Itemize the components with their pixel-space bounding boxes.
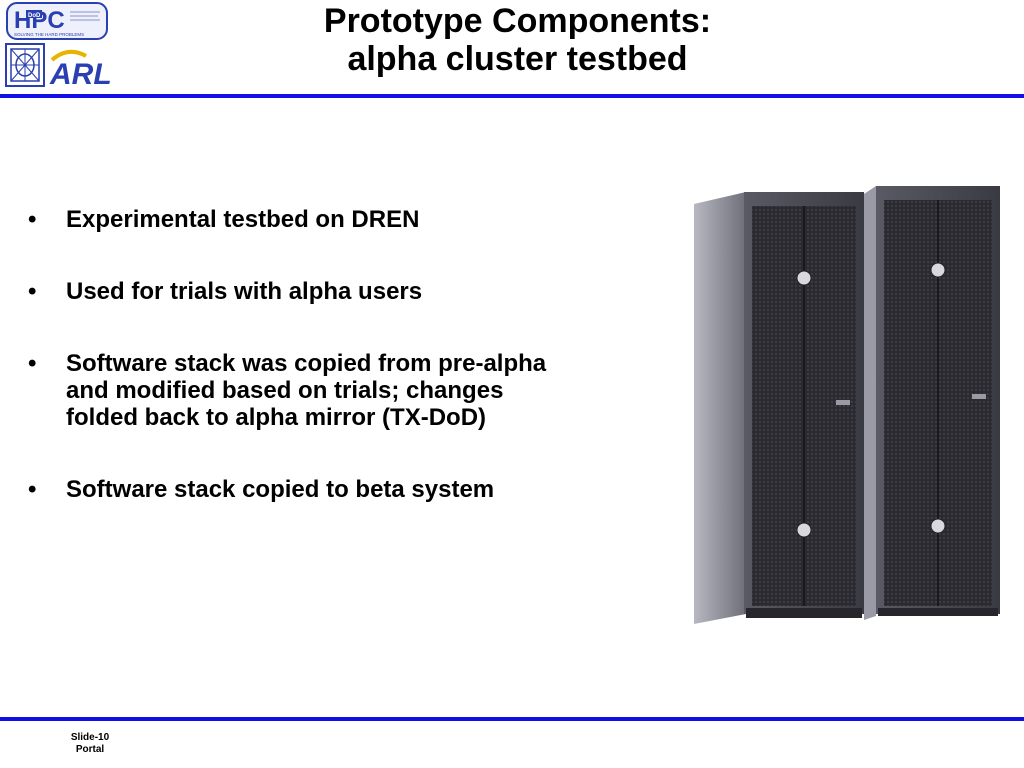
slide-title-line-1: Prototype Components:	[323, 2, 712, 40]
bullet-item: • Software stack was copied from pre-alp…	[28, 350, 648, 431]
footer-divider	[0, 717, 1024, 721]
bullet-list: • Experimental testbed on DREN • Used fo…	[28, 206, 648, 548]
slide-section: Portal	[75, 744, 105, 755]
bullet-icon: •	[28, 278, 37, 305]
bullet-icon: •	[28, 206, 37, 233]
dod-badge-text: DoD	[28, 13, 41, 19]
bullet-item: • Software stack copied to beta system	[28, 476, 648, 503]
bullet-item: • Used for trials with alpha users	[28, 278, 648, 305]
bullet-icon: •	[28, 476, 37, 503]
slide-footer: Slide-10 Portal	[40, 732, 140, 756]
header-divider	[0, 94, 1024, 98]
slide-number: Slide-10	[70, 732, 110, 743]
bullet-text: Software stack copied to beta system	[66, 476, 495, 503]
bullet-text: and modified based on trials; changes	[66, 377, 504, 404]
arl-logo: ARL	[5, 43, 112, 90]
arl-logo-text: ARL	[49, 58, 112, 90]
hpc-tagline: SOLVING THE HARD PROBLEMS	[14, 32, 84, 37]
slide-title: Prototype Components: alpha cluster test…	[220, 2, 815, 78]
bullet-icon: •	[28, 350, 37, 377]
bullet-text: Software stack was copied from pre-alpha	[66, 350, 547, 377]
bullet-text: folded back to alpha mirror (TX-DoD)	[66, 404, 487, 431]
bullet-item: • Experimental testbed on DREN	[28, 206, 648, 233]
hpc-logo: HPC DoD SOLVING THE HARD PROBLEMS	[6, 2, 108, 40]
server-racks-image	[694, 186, 1000, 624]
slide-title-line-2: alpha cluster testbed	[347, 40, 688, 78]
bullet-text: Experimental testbed on DREN	[66, 206, 420, 233]
bullet-text: Used for trials with alpha users	[66, 278, 423, 305]
